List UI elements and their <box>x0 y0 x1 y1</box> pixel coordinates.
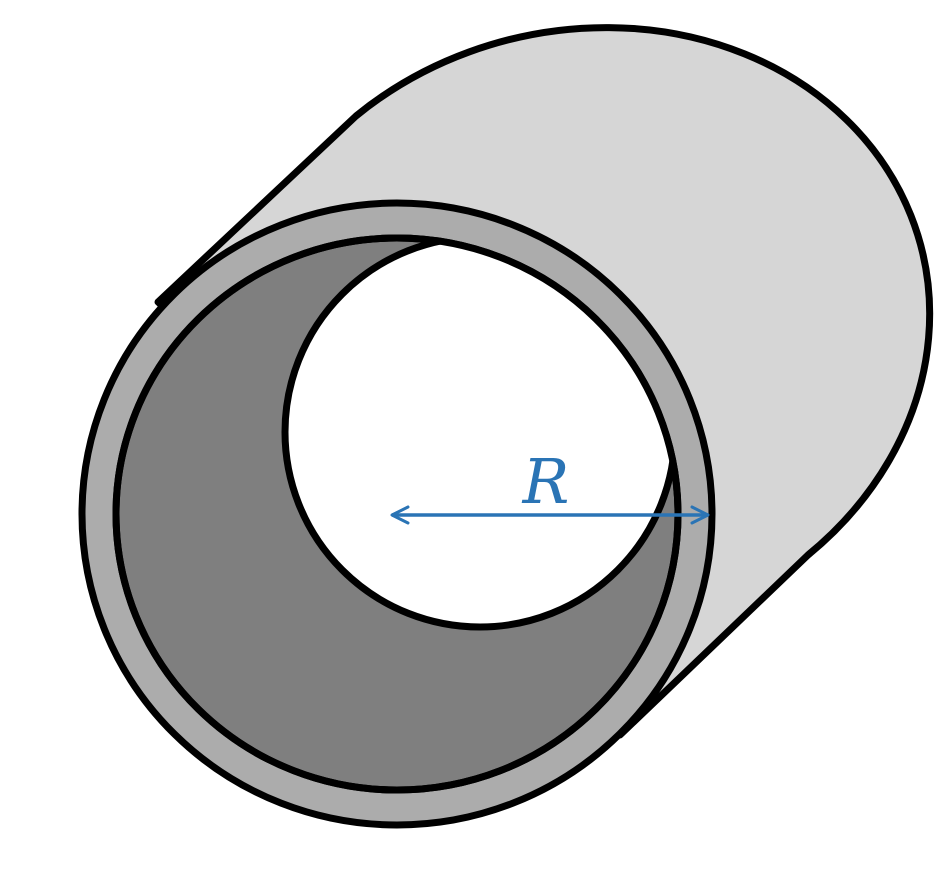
radius-label: R <box>522 445 570 518</box>
cylinder-far-opening <box>285 238 675 627</box>
